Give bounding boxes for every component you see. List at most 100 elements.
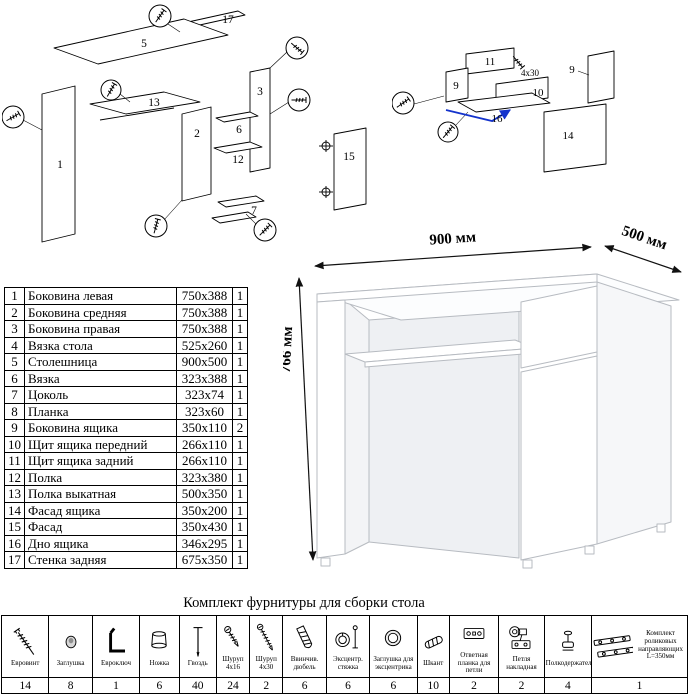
height-dimension-arrow <box>295 277 317 561</box>
part-qty: 1 <box>232 336 248 354</box>
hardware-item: Евровинт <box>0 614 50 679</box>
hardware-item-label: Ответная планка для петли <box>457 651 491 675</box>
hardware-item-label: Комплект роликовых направляющих L=350мм <box>638 629 683 661</box>
hardware-item: Заглушка для эксцентрика <box>369 614 418 679</box>
part-size: 323x380 <box>176 468 233 486</box>
part-name: Вязка <box>24 369 177 387</box>
part-name: Цоколь <box>24 386 177 404</box>
part-name: Боковина правая <box>24 320 177 338</box>
desk-dimension-drawing: 900 мм 500 мм 766 мм <box>283 223 682 569</box>
part-number: 1 <box>4 287 25 305</box>
part-size: 350x110 <box>176 419 233 437</box>
part-name: Щит ящика задний <box>24 452 177 470</box>
hardware-item: Шкант <box>416 614 450 679</box>
part-label: 2 <box>194 128 200 140</box>
part-size: 323x74 <box>176 386 233 404</box>
part-qty: 1 <box>232 435 248 453</box>
exploded-view-drawer: 11 9 9 10 16 14 4x30 <box>392 47 615 173</box>
part-qty: 1 <box>232 485 248 503</box>
part-label: 5 <box>141 38 147 50</box>
part-qty: 1 <box>232 402 248 420</box>
hardware-item: Ответная планка для петли <box>448 614 500 679</box>
callout-screw-icon <box>437 121 459 143</box>
hinge-icon <box>319 186 333 198</box>
hardware-item-label: Евроключ <box>101 658 131 667</box>
part-size: 525x260 <box>176 336 233 354</box>
hardware-item-qty: 10 <box>416 677 450 695</box>
width-dimension-label: 900 мм <box>429 229 477 248</box>
hardware-item: Шуруп 4x30 <box>249 614 284 679</box>
hex-key-icon <box>93 624 138 660</box>
part-name: Фасад ящика <box>24 501 177 519</box>
part-label: 3 <box>257 86 263 98</box>
nail-icon <box>180 624 215 660</box>
cam-cap-icon <box>371 620 416 656</box>
hardware-item-label: Шуруп 4x30 <box>255 654 277 671</box>
hardware-item: Заглушка <box>48 614 93 679</box>
screw-4x30-icon <box>251 620 282 656</box>
callout-screw-icon <box>285 36 309 60</box>
confirmat-screw-icon <box>3 624 48 660</box>
hardware-item-qty: 2 <box>448 677 500 695</box>
hardware-item: Эксцентр. стяжка <box>325 614 371 679</box>
part-label: 16 <box>492 113 504 125</box>
hardware-item-label: Эксцентр. стяжка <box>332 654 363 671</box>
part-number: 7 <box>4 386 25 404</box>
part-number: 6 <box>4 369 25 387</box>
part-qty: 1 <box>232 303 248 321</box>
part-label: 1 <box>57 159 63 171</box>
hardware-item-qty: 1 <box>91 677 141 695</box>
hardware-item-label: Ножка <box>149 658 170 667</box>
callout-screw-icon <box>2 105 25 129</box>
hardware-item-qty: 6 <box>369 677 418 695</box>
shelf-support-icon <box>545 624 590 660</box>
part-size: 675x350 <box>176 551 233 569</box>
part-qty: 1 <box>232 501 248 519</box>
callout-screw-icon <box>144 214 168 238</box>
part-number: 10 <box>4 435 25 453</box>
part-label: 14 <box>563 130 575 142</box>
hardware-item: Евроключ <box>91 614 141 679</box>
part-number: 11 <box>4 452 25 470</box>
hardware-item-qty: 2 <box>249 677 284 695</box>
hardware-callouts <box>392 91 459 143</box>
part-label: 12 <box>232 154 244 166</box>
part-qty: 1 <box>232 452 248 470</box>
desk-illustration <box>316 273 680 569</box>
hardware-item-label: Шкант <box>423 658 444 667</box>
part-labels: 17 5 1 13 2 3 6 12 7 15 <box>57 14 355 217</box>
leader-lines <box>22 23 290 225</box>
desk-panels <box>41 10 367 243</box>
part-label: 17 <box>222 14 234 26</box>
part-label: 6 <box>236 124 242 136</box>
part-label: 10 <box>533 87 545 99</box>
callout-screw-icon <box>392 91 415 115</box>
hardware-item-qty: 40 <box>178 677 217 695</box>
hardware-item-label: Шуруп 4x16 <box>222 654 244 671</box>
exploded-view-desk: 17 5 1 13 2 3 6 12 7 15 <box>2 4 367 243</box>
part-name: Боковина левая <box>24 287 177 305</box>
part-name: Вязка стола <box>24 336 177 354</box>
hardware-item-qty: 6 <box>282 677 327 695</box>
cap-icon <box>50 624 91 660</box>
part-qty: 1 <box>232 551 248 569</box>
part-qty: 1 <box>232 287 248 305</box>
part-number: 13 <box>4 485 25 503</box>
part-label: 11 <box>485 56 496 68</box>
hardware-item-label: Полкодержатель <box>545 658 592 667</box>
part-label: 9 <box>453 80 459 92</box>
hardware-item: Петля накладная <box>498 614 545 679</box>
part-qty: 1 <box>232 386 248 404</box>
part-qty: 1 <box>232 518 248 536</box>
hardware-items-row: Евровинт Заглушка Евроключ Ножка <box>0 614 688 679</box>
part-size: 750x388 <box>176 320 233 338</box>
